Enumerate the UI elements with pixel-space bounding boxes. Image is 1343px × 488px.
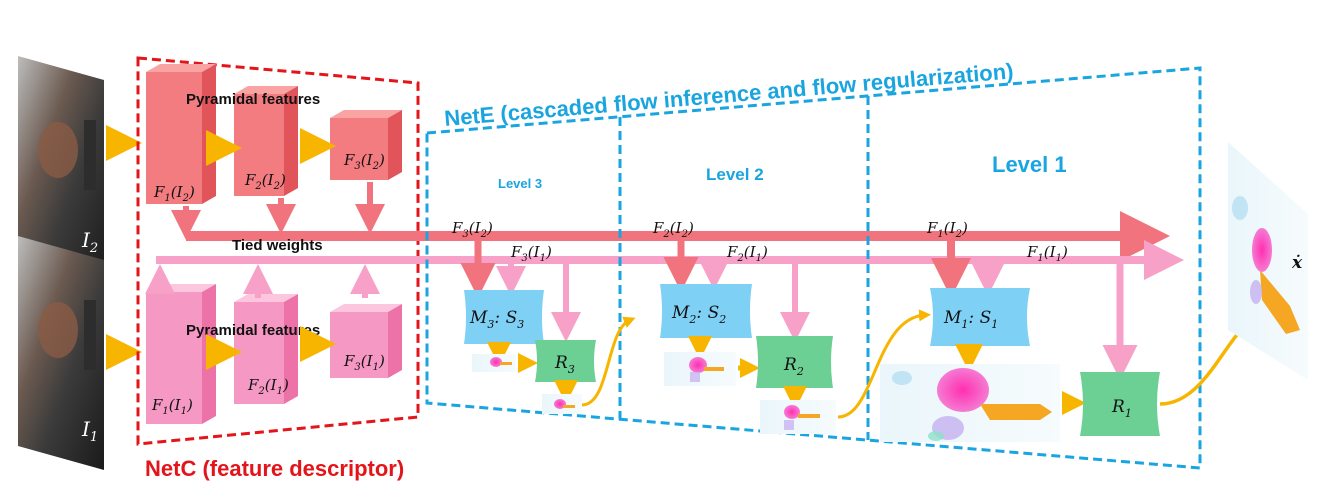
level1-matching-block xyxy=(930,288,1030,346)
level2-flow-map-b xyxy=(760,400,836,434)
level2-m-s-label: M2: S2 xyxy=(671,303,726,326)
level3-drops xyxy=(460,238,581,342)
level3-regularizer-block xyxy=(535,340,596,382)
level3-f-i2: F3(I2) xyxy=(451,219,493,240)
level2-f-i2: F2(I2) xyxy=(652,219,694,240)
feature-f2-i2: F2(I2) xyxy=(244,171,286,192)
level2-regularizer-block xyxy=(756,336,833,388)
level2-flow-map-a xyxy=(664,352,736,386)
level-2-label: Level 2 xyxy=(706,165,764,184)
feature-f3-i1: F3(I1) xyxy=(343,352,385,373)
netc-title: NetC (feature descriptor) xyxy=(145,456,404,481)
level2-matching-block xyxy=(660,284,752,338)
level3-flow-map-a xyxy=(472,354,516,372)
level3-to-level2-curve xyxy=(581,316,636,407)
level-3-label: Level 3 xyxy=(498,176,542,191)
level3-r-label: R3 xyxy=(554,353,575,376)
feature-f1-i1: F1(I1) xyxy=(151,396,193,417)
pyramid-top-label: Pyramidal features xyxy=(186,91,320,108)
level2-to-level1-curve xyxy=(837,309,931,419)
feature-f3-i2: F3(I2) xyxy=(343,151,385,172)
feature-f1-i2: F1(I2) xyxy=(153,183,195,204)
top-feature-drops xyxy=(171,182,385,240)
image-bottom-label: I1 xyxy=(81,417,98,445)
level3-flow-map-b xyxy=(542,394,582,414)
level3-f-i1: F3(I1) xyxy=(510,243,552,264)
level1-m-s-label: M1: S1 xyxy=(943,308,998,331)
pyramid-bottom-label: Pyramidal features xyxy=(186,322,320,339)
input-image-top: I2 xyxy=(18,56,104,290)
level1-regularizer-block xyxy=(1080,372,1160,436)
level2-r-label: R2 xyxy=(783,355,804,378)
level1-f-i1: F1(I1) xyxy=(1026,243,1068,264)
level2-f-i1: F2(I1) xyxy=(726,243,768,264)
level-1-label: Level 1 xyxy=(992,152,1067,177)
feature-f2-i1: F2(I1) xyxy=(247,376,289,397)
level3-matching-block xyxy=(464,290,544,344)
level3-m-s-label: M3: S3 xyxy=(469,308,524,331)
level1-r-label: R1 xyxy=(1111,397,1132,420)
level1-flow-map xyxy=(880,364,1060,442)
image-top-label: I2 xyxy=(81,228,98,256)
level2-drops xyxy=(663,238,810,342)
output-flow-map xyxy=(1228,142,1308,380)
input-image-bottom: I1 xyxy=(18,236,104,470)
bottom-feature-rises xyxy=(145,264,380,298)
netc-border xyxy=(136,56,420,446)
nete-title: NetE (cascaded flow inference and flow r… xyxy=(443,58,1014,131)
level1-f-i2: F1(I2) xyxy=(926,219,968,240)
output-label: ẋ xyxy=(1291,253,1303,273)
level1-drops xyxy=(931,238,1138,380)
tied-weights-label: Tied weights xyxy=(232,237,323,254)
